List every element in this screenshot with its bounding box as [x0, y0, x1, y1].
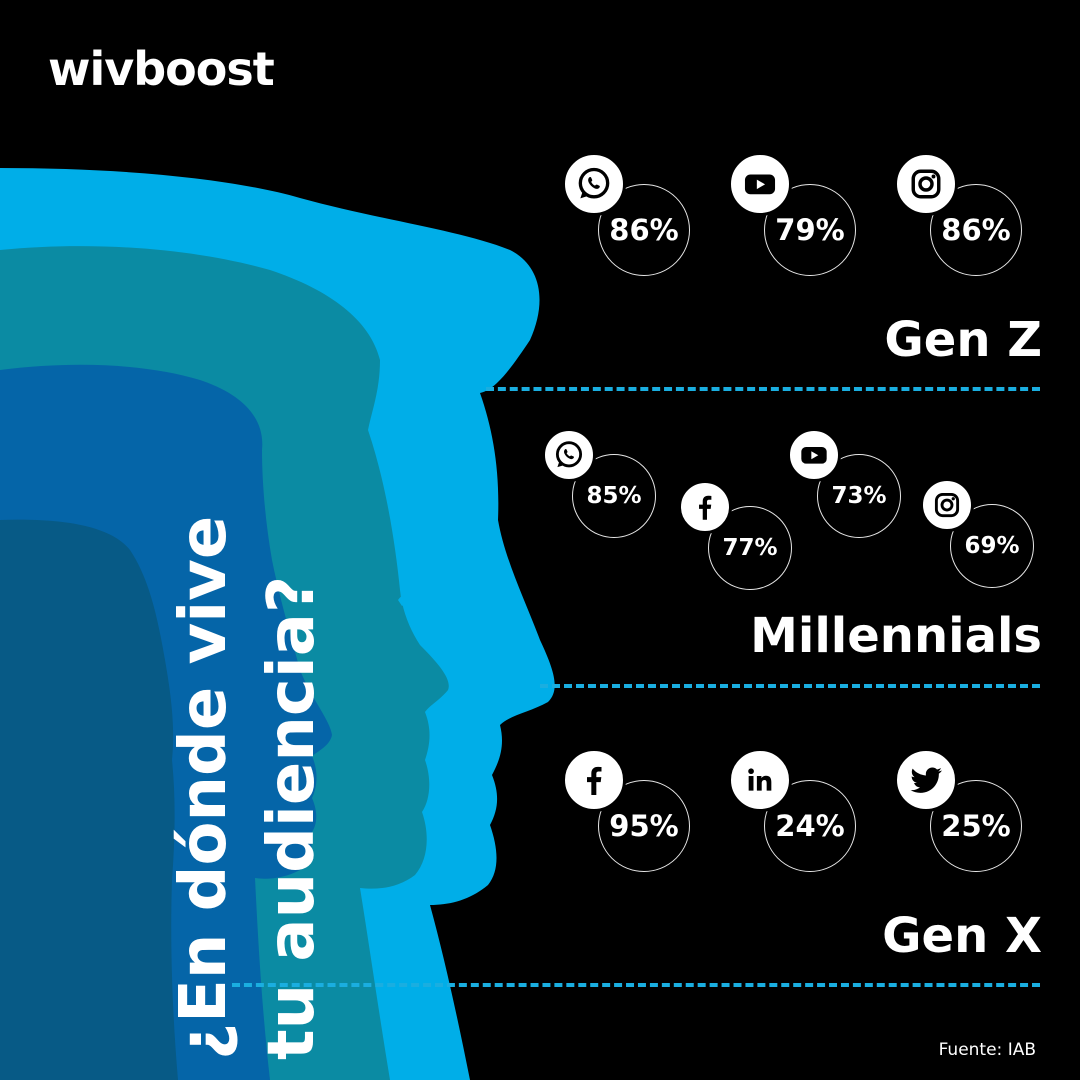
percent-value: 25% [941, 809, 1011, 843]
head-hair-notch [398, 590, 428, 606]
generation-label-genz: Gen Z [884, 312, 1042, 368]
percent-value: 77% [722, 535, 778, 561]
youtube-icon [787, 428, 841, 482]
pct-ring: 24% [764, 780, 856, 872]
percent-value: 79% [775, 213, 845, 247]
source-credit: Fuente: IAB [938, 1040, 1036, 1060]
headline: ¿En dónde vive tu audiencia? [160, 340, 336, 1060]
youtube-icon [728, 152, 792, 216]
pct-ring: 86% [598, 184, 690, 276]
divider-millennials [540, 684, 1040, 688]
whatsapp-icon [562, 152, 626, 216]
facebook-icon [562, 748, 626, 812]
instagram-icon [920, 478, 974, 532]
brand-logo: wivboost [48, 42, 275, 96]
pct-ring: 79% [764, 184, 856, 276]
linkedin-icon [728, 748, 792, 812]
headline-line-2: tu audiencia? [255, 575, 329, 1060]
pct-ring: 69% [950, 504, 1034, 588]
percent-value: 86% [609, 213, 679, 247]
percent-value: 69% [964, 533, 1020, 559]
divider-genz [486, 387, 1040, 391]
pct-ring: 85% [572, 454, 656, 538]
percent-value: 24% [775, 809, 845, 843]
instagram-icon [894, 152, 958, 216]
pct-ring: 86% [930, 184, 1022, 276]
whatsapp-icon [542, 428, 596, 482]
generation-label-millennials: Millennials [750, 608, 1042, 664]
divider-genx [232, 983, 1040, 987]
facebook-icon [678, 480, 732, 534]
percent-value: 95% [609, 809, 679, 843]
generation-label-genx: Gen X [882, 908, 1042, 964]
twitter-icon [894, 748, 958, 812]
headline-line-1: ¿En dónde vive [167, 515, 241, 1060]
pct-ring: 77% [708, 506, 792, 590]
percent-value: 85% [586, 483, 642, 509]
head-silhouette-dark [0, 519, 178, 1080]
percent-value: 86% [941, 213, 1011, 247]
percent-value: 73% [831, 483, 887, 509]
pct-ring: 73% [817, 454, 901, 538]
pct-ring: 25% [930, 780, 1022, 872]
pct-ring: 95% [598, 780, 690, 872]
